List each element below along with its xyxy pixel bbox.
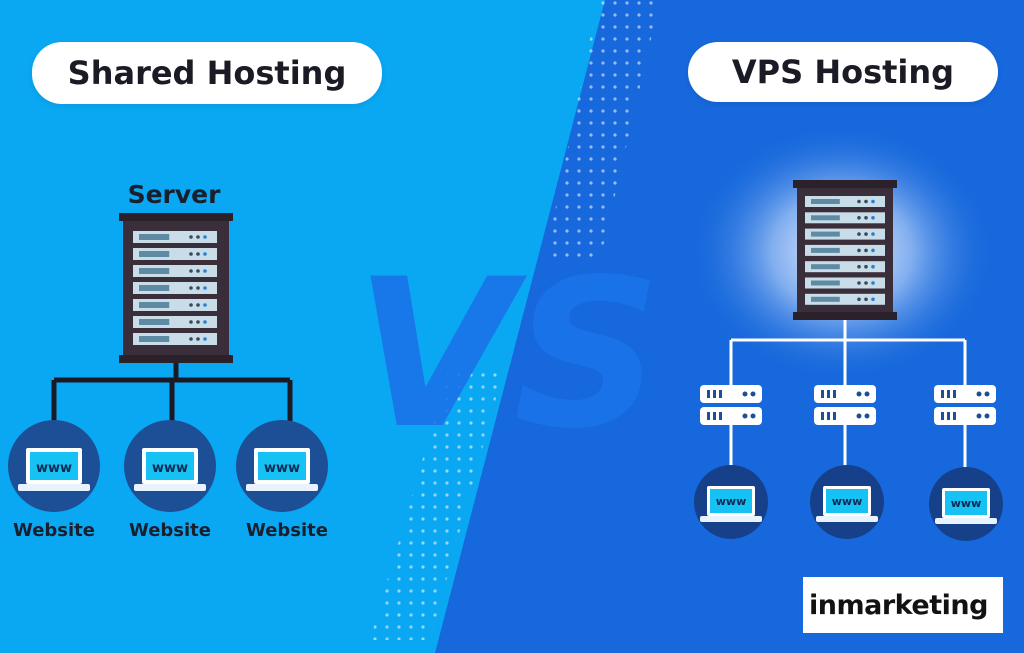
shared-rack-slot bbox=[139, 234, 170, 240]
vps-rack-unit bbox=[805, 244, 885, 256]
vps-rack-unit bbox=[805, 212, 885, 224]
vps-network-lines bbox=[729, 320, 967, 468]
virtual-server-1-icon bbox=[700, 385, 762, 425]
vps-www-text-1: www bbox=[716, 495, 747, 508]
vps-website-3: www bbox=[929, 467, 1003, 541]
vps-rack-slot bbox=[811, 280, 840, 286]
vps-rack-led bbox=[857, 232, 861, 236]
shared-rack-led bbox=[203, 303, 207, 307]
vps-rack-led bbox=[857, 281, 861, 285]
www-text-2: www bbox=[152, 461, 188, 476]
vps-rack-unit bbox=[805, 228, 885, 240]
website-label-3: Website bbox=[245, 520, 328, 541]
shared-rack-led bbox=[189, 320, 193, 324]
shared-rack-slot bbox=[139, 251, 170, 257]
shared-rack-slot bbox=[139, 319, 170, 325]
vps-rack-led bbox=[871, 216, 875, 220]
vps-rack-led bbox=[857, 199, 861, 204]
vps-rack-led bbox=[857, 297, 861, 302]
vps-rack-slot bbox=[811, 231, 840, 237]
shared-website-1: www bbox=[8, 420, 100, 512]
shared-rack-led bbox=[196, 252, 200, 256]
shared-rack-slot bbox=[139, 268, 170, 274]
shared-rack-led bbox=[189, 252, 193, 256]
dot-streak-bottom bbox=[370, 365, 505, 640]
www-text-1: www bbox=[36, 461, 72, 476]
vps-rack-unit bbox=[805, 261, 885, 273]
shared-website-3: www bbox=[236, 420, 328, 512]
shared-rack-led bbox=[196, 320, 200, 324]
dot-streak-top bbox=[545, 0, 660, 260]
shared-rack-led bbox=[196, 303, 200, 307]
shared-rack-led bbox=[189, 303, 193, 307]
shared-rack-slot bbox=[139, 336, 170, 342]
shared-rack-led bbox=[196, 337, 200, 341]
shared-rack-led bbox=[203, 320, 207, 324]
shared-server-icon bbox=[119, 213, 233, 363]
vps-rack-unit bbox=[805, 293, 885, 305]
vps-rack-led bbox=[857, 216, 861, 220]
www-text-3: www bbox=[264, 461, 300, 476]
shared-rack-led bbox=[203, 252, 207, 256]
vps-www-text-3: www bbox=[951, 497, 982, 510]
shared-rack-led bbox=[196, 235, 200, 239]
vps-rack-led bbox=[871, 264, 875, 269]
vps-rack-unit bbox=[805, 196, 885, 207]
vps-rack-led bbox=[864, 232, 868, 236]
vps-website-2: www bbox=[810, 465, 884, 539]
vps-rack-slot bbox=[811, 199, 840, 204]
brand-watermark: inmarketing bbox=[803, 577, 1003, 633]
vps-www-text-2: www bbox=[832, 495, 863, 508]
virtual-server-3-icon bbox=[934, 385, 996, 425]
shared-rack-slot bbox=[139, 302, 170, 308]
shared-rack-led bbox=[196, 269, 200, 273]
shared-rack-led bbox=[189, 235, 193, 239]
vps-rack-led bbox=[864, 297, 868, 302]
shared-rack-led bbox=[189, 269, 193, 273]
vs-text: VS bbox=[355, 236, 661, 474]
shared-rack-led bbox=[189, 337, 193, 341]
website-label-2: Website bbox=[128, 520, 211, 541]
vps-rack-unit bbox=[805, 277, 885, 289]
shared-rack-led bbox=[203, 286, 207, 290]
vps-rack-led bbox=[871, 281, 875, 285]
vps-rack-led bbox=[864, 264, 868, 269]
vps-website-1: www bbox=[694, 465, 768, 539]
vps-rack-slot bbox=[811, 215, 840, 221]
vps-rack-led bbox=[871, 199, 875, 204]
vps-rack-led bbox=[871, 232, 875, 236]
shared-rack-led bbox=[189, 286, 193, 290]
vps-rack-led bbox=[871, 297, 875, 302]
vps-rack-led bbox=[864, 281, 868, 285]
vps-rack-slot bbox=[811, 296, 840, 302]
shared-rack-led bbox=[203, 235, 207, 239]
brand-text: inmarketing bbox=[809, 589, 988, 621]
vps-rack-slot bbox=[811, 264, 840, 270]
vps-rack-led bbox=[857, 264, 861, 269]
website-label-1: Website bbox=[12, 520, 95, 541]
vps-hosting-title: VPS Hosting bbox=[688, 42, 998, 102]
shared-rack-led bbox=[203, 337, 207, 341]
server-label: Server bbox=[127, 180, 221, 209]
shared-rack-led bbox=[196, 286, 200, 290]
shared-hosting-title: Shared Hosting bbox=[32, 42, 382, 104]
vps-rack-led bbox=[864, 216, 868, 220]
vps-rack-led bbox=[871, 248, 875, 253]
vps-rack-led bbox=[864, 248, 868, 253]
shared-website-2: www bbox=[124, 420, 216, 512]
vps-rack-led bbox=[857, 248, 861, 253]
vps-server-icon bbox=[793, 180, 897, 320]
virtual-server-2-icon bbox=[814, 385, 876, 425]
vps-rack-led bbox=[864, 199, 868, 204]
shared-rack-led bbox=[203, 269, 207, 273]
vps-rack-slot bbox=[811, 247, 840, 253]
shared-rack-slot bbox=[139, 285, 170, 291]
